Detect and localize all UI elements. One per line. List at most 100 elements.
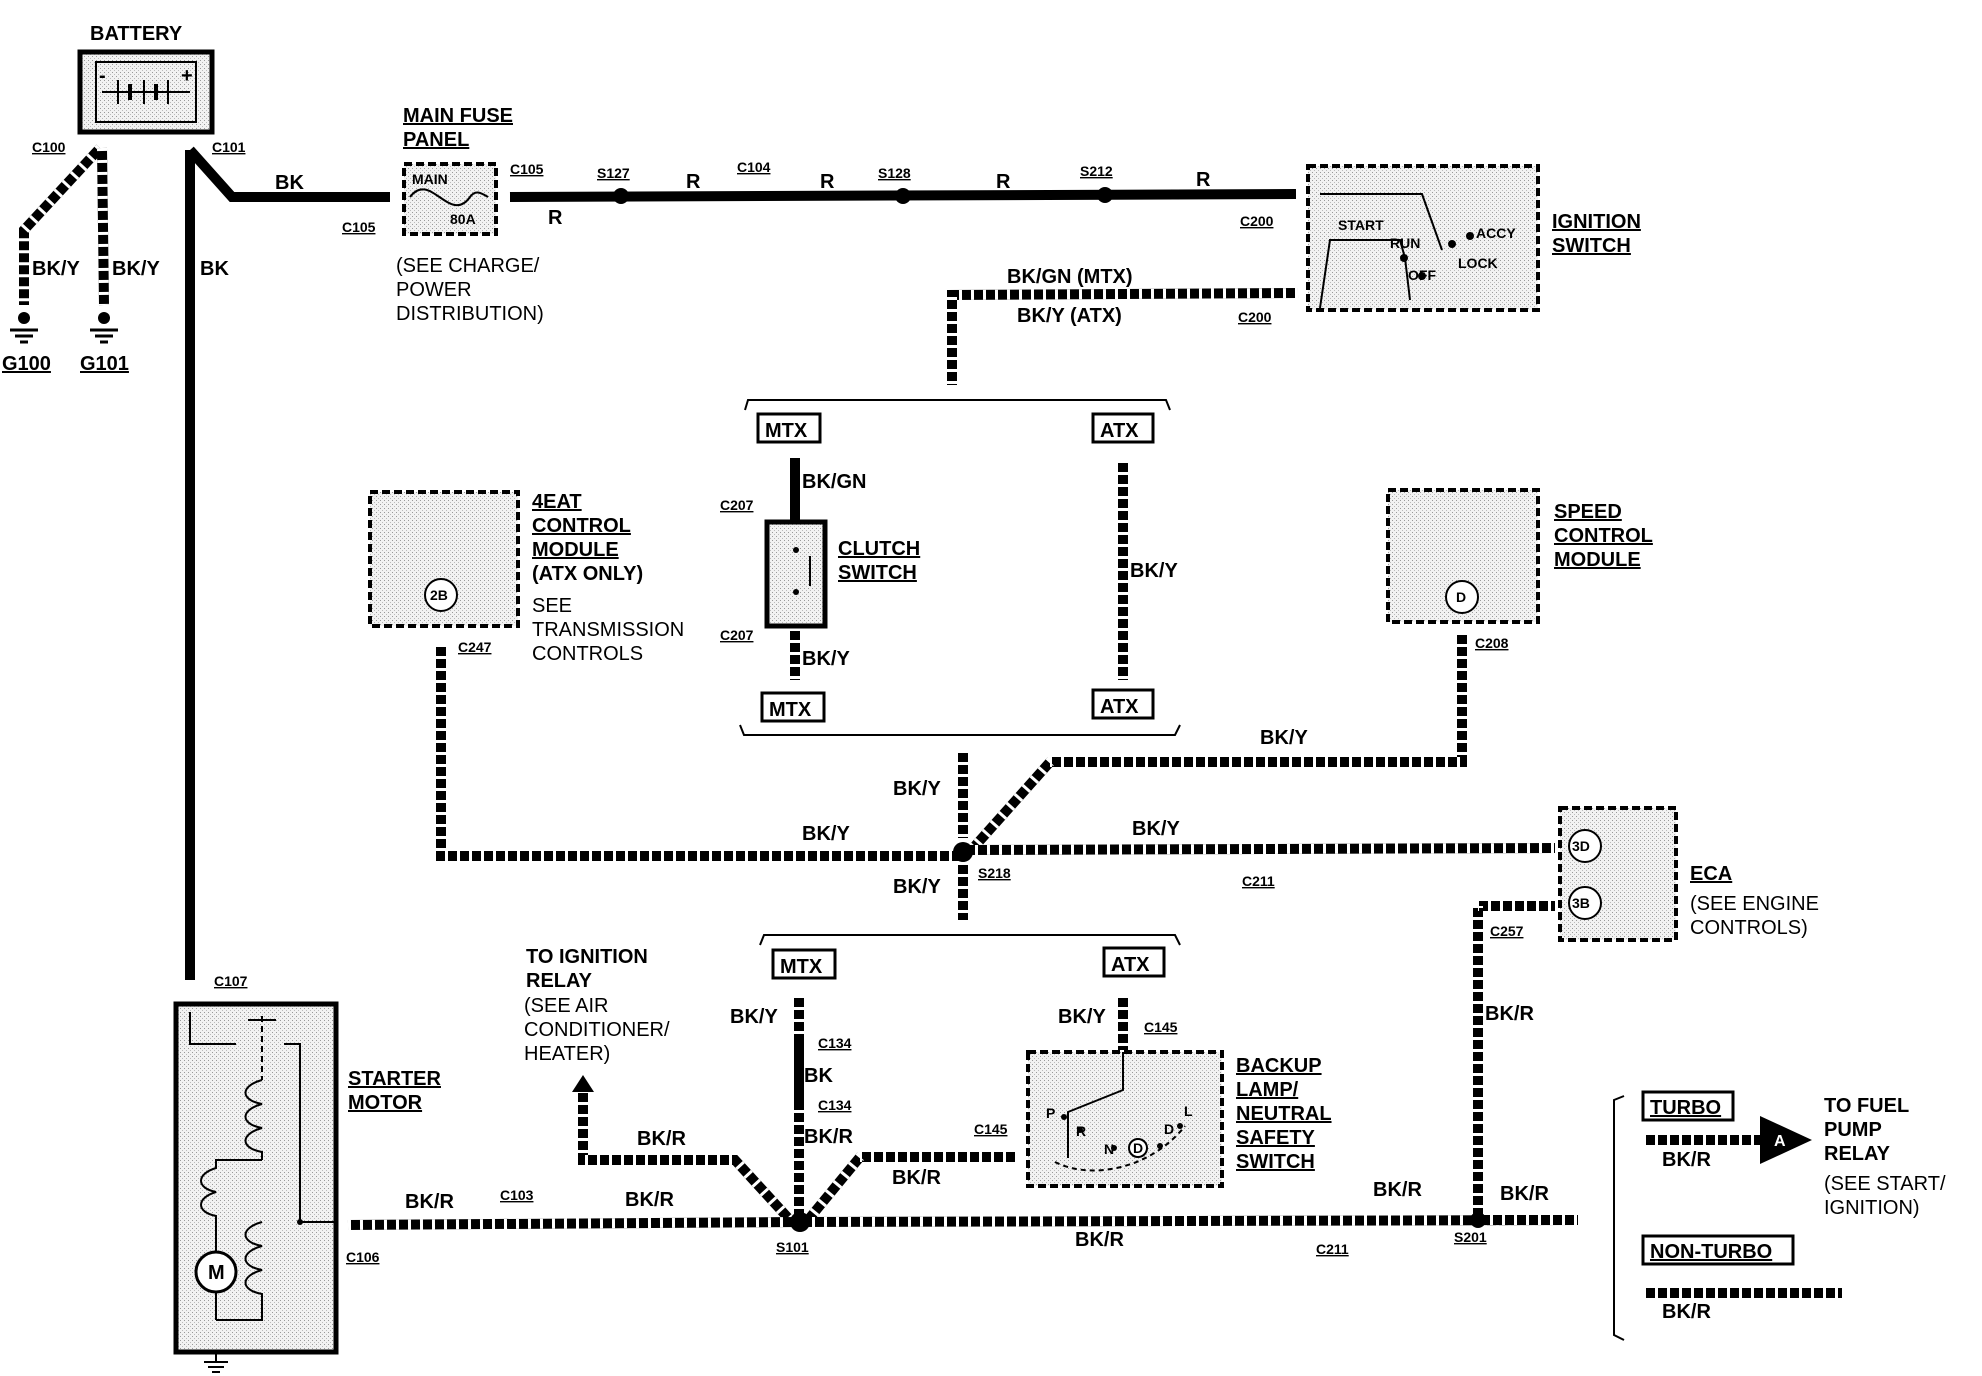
svg-text:ECA: ECA [1690,863,1732,885]
svg-text:N: N [1104,1141,1114,1157]
svg-text:STARTER: STARTER [348,1068,442,1090]
svg-text:C107: C107 [214,973,248,989]
svg-text:BK/Y (ATX): BK/Y (ATX) [1017,305,1122,327]
svg-text:BK/Y: BK/Y [802,823,850,845]
svg-text:POWER: POWER [396,279,472,301]
svg-text:BACKUP: BACKUP [1236,1055,1322,1077]
svg-text:MODULE: MODULE [1554,549,1641,571]
svg-text:3D: 3D [1572,838,1590,854]
connector-labels: C100 C101 C105 C105 C104 C200 C200 C207 … [32,139,1524,1265]
wire-starter-s101 [347,1217,801,1230]
svg-text:(SEE ENGINE: (SEE ENGINE [1690,893,1819,915]
svg-text:D: D [1133,1140,1143,1156]
svg-text:4EAT: 4EAT [532,491,582,513]
splice-group [613,187,1486,1232]
eat-control-module: 2B 4EAT CONTROL MODULE (ATX ONLY) SEE TR… [368,490,684,665]
svg-text:L: L [1184,1103,1193,1119]
svg-text:ATX: ATX [1100,420,1139,442]
svg-text:80A: 80A [450,211,476,227]
svg-text:C211: C211 [1316,1241,1349,1257]
svg-text:ATX: ATX [1111,954,1150,976]
svg-text:BK/Y: BK/Y [1058,1006,1106,1028]
svg-text:(SEE START/: (SEE START/ [1824,1173,1946,1195]
svg-text:R: R [820,171,835,193]
svg-text:LAMP/: LAMP/ [1236,1079,1299,1101]
svg-text:BK: BK [804,1065,833,1087]
wire-c100-g100 [19,144,104,305]
svg-text:M: M [208,1262,225,1284]
svg-text:S218: S218 [978,865,1011,881]
svg-text:MODULE: MODULE [532,539,619,561]
wire-ign-relay [578,1090,794,1224]
ground-g101: G101 [80,312,129,375]
svg-text:BK/R: BK/R [1485,1003,1534,1025]
svg-text:SAFETY: SAFETY [1236,1127,1316,1149]
svg-text:C200: C200 [1238,309,1272,325]
svg-text:A: A [1774,1133,1786,1150]
splice-s127 [613,188,629,204]
clutch-switch: CLUTCH SWITCH [764,519,920,629]
svg-text:TRANSMISSION: TRANSMISSION [532,619,684,641]
svg-text:MTX: MTX [780,956,823,978]
svg-text:R: R [1076,1123,1086,1139]
svg-text:SWITCH: SWITCH [1552,235,1631,257]
variant-brackets: MTX ATX MTX ATX MTX ATX TURBO NON-TURBO [739,399,1795,1341]
svg-text:BK/GN: BK/GN [802,471,866,493]
svg-text:BK/R: BK/R [1662,1149,1711,1171]
svg-text:C211: C211 [1242,873,1275,889]
svg-text:LOCK: LOCK [1458,255,1498,271]
svg-text:G100: G100 [2,353,51,375]
wire-speed-s218 [971,632,1467,850]
svg-text:BK/Y: BK/Y [1260,727,1308,749]
backup-lamp-switch: P R N D D L BACKUP LAMP/ NEUTRAL SAFETY … [1026,1050,1332,1188]
svg-text:C145: C145 [1144,1019,1178,1035]
starter-motor: M STARTER MOTOR [173,1001,442,1373]
svg-text:C134: C134 [818,1097,852,1113]
svg-text:C145: C145 [974,1121,1008,1137]
main-fuse-panel: MAIN 80A MAIN FUSE PANEL (SEE CHARGE/ PO… [396,105,544,325]
wire-labels: BK BK BK/Y BK/Y R R R R R BK/GN (MTX) BK… [32,169,1711,1323]
svg-text:PUMP: PUMP [1824,1119,1882,1141]
svg-text:R: R [548,207,563,229]
svg-text:D: D [1456,589,1466,605]
svg-text:S201: S201 [1454,1229,1487,1245]
svg-text:G101: G101 [80,353,129,375]
svg-text:CONTROLS: CONTROLS [532,643,643,665]
svg-text:NON-TURBO: NON-TURBO [1650,1241,1772,1263]
svg-text:C208: C208 [1475,635,1509,651]
battery-label: BATTERY [90,23,183,45]
svg-text:BK/R: BK/R [1075,1229,1124,1251]
svg-text:MTX: MTX [765,420,808,442]
svg-text:BK/Y: BK/Y [893,876,941,898]
svg-text:BK/Y: BK/Y [1132,818,1180,840]
svg-text:MTX: MTX [769,699,812,721]
svg-text:BK/Y: BK/Y [730,1006,778,1028]
svg-text:R: R [686,171,701,193]
svg-text:SPEED: SPEED [1554,501,1622,523]
svg-text:ATX: ATX [1100,696,1139,718]
svg-text:TURBO: TURBO [1650,1097,1721,1119]
svg-text:BK/R: BK/R [1500,1183,1549,1205]
svg-text:C247: C247 [458,639,492,655]
svg-text:D: D [1164,1121,1174,1137]
eca-module: 3D 3B ECA (SEE ENGINE CONTROLS) [1558,806,1819,942]
svg-text:HEATER): HEATER) [524,1043,610,1065]
svg-text:C100: C100 [32,139,66,155]
svg-text:SEE: SEE [532,595,572,617]
ignition-switch: START RUN OFF ACCY LOCK IGNITION SWITCH [1306,164,1641,312]
wire-ignition-mtx-atx [947,288,1299,385]
wire-s201-eca [1473,901,1555,1220]
svg-text:START: START [1338,217,1384,233]
svg-text:CONTROL: CONTROL [1554,525,1653,547]
svg-text:CONTROL: CONTROL [532,515,631,537]
svg-text:BK/Y: BK/Y [802,648,850,670]
svg-text:BK: BK [275,172,304,194]
svg-text:BK/R: BK/R [405,1191,454,1213]
svg-text:MAIN FUSE: MAIN FUSE [403,105,513,127]
svg-text:P: P [1046,1105,1055,1121]
svg-text:S212: S212 [1080,163,1113,179]
svg-text:C200: C200 [1240,213,1274,229]
svg-text:C105: C105 [510,161,544,177]
svg-text:ACCY: ACCY [1476,225,1516,241]
svg-text:RELAY: RELAY [526,970,593,992]
